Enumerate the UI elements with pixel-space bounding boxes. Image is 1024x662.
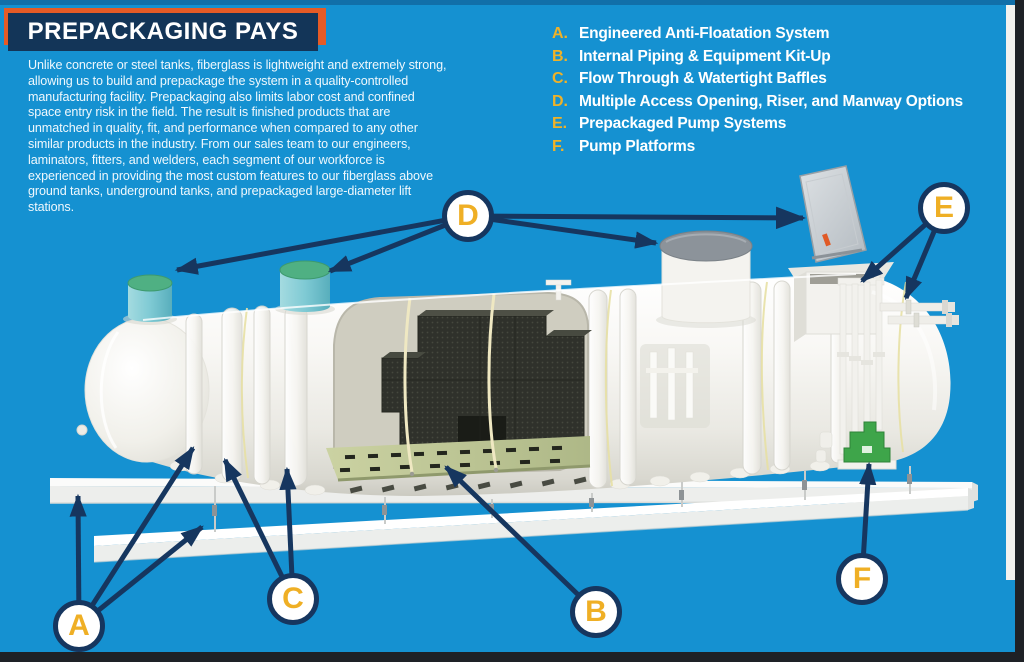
intro-line: Unlike concrete or steel tanks, fibergla… <box>28 58 447 72</box>
manway-lid <box>659 230 753 262</box>
title-box: PREPACKAGING PAYS <box>8 13 318 51</box>
callout-circle-b: B <box>570 586 622 638</box>
skid-beam-front <box>93 488 974 563</box>
callout-circle-e: E <box>918 182 970 234</box>
callout-circle-c: C <box>267 573 319 625</box>
page-edge-top <box>0 0 1015 5</box>
page-edge-bottom <box>0 652 1024 662</box>
intro-line: similar products in the industry. From o… <box>28 136 411 151</box>
intro-line: ground tanks, underground tanks, and pre… <box>28 184 412 199</box>
page-edge-right <box>1015 0 1024 662</box>
callout-b-arrow <box>444 465 598 614</box>
legend-item-a: A. Engineered Anti-Floatation System <box>552 25 963 48</box>
page-title: PREPACKAGING PAYS <box>27 18 299 45</box>
grating-support-marks <box>349 476 587 494</box>
legend-letter: C. <box>552 70 568 88</box>
intro-line: space entry risk in the field. The resul… <box>28 105 391 120</box>
legend-item-b: B. Internal Piping & Equipment Kit-Up <box>552 48 963 71</box>
legend-label: Multiple Access Opening, Riser, and Manw… <box>579 92 963 110</box>
callout-a-arrow <box>76 446 196 628</box>
legend-item-f: F. Pump Platforms <box>552 138 963 161</box>
legend-label: Flow Through & Watertight Baffles <box>579 70 827 88</box>
lifting-lug <box>76 424 88 436</box>
callout-circle-a: A <box>53 600 105 652</box>
title-block: PREPACKAGING PAYS <box>4 8 330 52</box>
legend-item-d: D. Multiple Access Opening, Riser, and Ma… <box>552 93 963 116</box>
callout-circle-d: D <box>442 190 494 242</box>
intro-line: manufacturing facility. Prepackaging als… <box>28 89 415 104</box>
seam-lines <box>240 281 907 487</box>
legend-label: Prepackaged Pump Systems <box>579 115 787 133</box>
hold-down-straps <box>403 293 498 473</box>
legend-letter: F. <box>552 137 565 155</box>
legend-letter: A. <box>552 25 568 42</box>
legend-letter: B. <box>552 47 568 65</box>
intro-line: laminators, fitters, and welders, each s… <box>28 152 385 167</box>
legend-item-c: C. Flow Through & Watertight Baffles <box>552 70 963 93</box>
legend-label: Pump Platforms <box>579 137 696 155</box>
callout-d-arrow <box>467 206 806 230</box>
intro-line: experienced in providing the most custom… <box>28 168 434 183</box>
callout-d-arrow <box>174 213 469 275</box>
riser-left <box>123 274 177 325</box>
intro-line: allowing us to build and prepackage the … <box>28 73 409 88</box>
pump-body <box>843 421 891 463</box>
internal-piping-kit <box>640 344 710 428</box>
intro-line: unmatched in quality, fit, and performan… <box>28 121 418 136</box>
legend-label: Engineered Anti-Floatation System <box>579 25 830 42</box>
cutaway-section <box>326 291 592 494</box>
intro-paragraph: Unlike concrete or steel tanks, fibergla… <box>28 58 533 216</box>
manway-riser <box>656 230 756 328</box>
legend-item-e: E. Prepackaged Pump Systems <box>552 115 963 138</box>
hatch-latch <box>822 233 831 247</box>
callout-d-arrow <box>467 213 659 249</box>
legend-letter: E. <box>552 115 568 133</box>
riser-right <box>275 260 335 315</box>
tank-ribs <box>185 276 846 489</box>
page-edge-white <box>1006 5 1015 580</box>
intro-line: stations. <box>28 200 75 215</box>
legend-label: Internal Piping & Equipment Kit-Up <box>579 47 831 65</box>
callout-circle-f: F <box>836 553 888 605</box>
legend-letter: D. <box>552 92 568 110</box>
